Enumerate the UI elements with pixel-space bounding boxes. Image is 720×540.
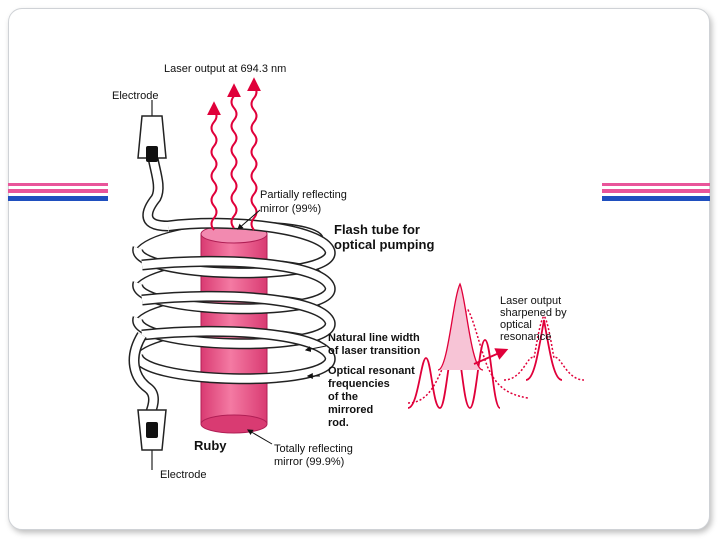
laser-output-sharpened-label: resonance xyxy=(500,331,551,343)
partially-reflecting-label: Partially reflecting xyxy=(260,189,347,201)
optical-resonance-spectrum xyxy=(407,282,585,409)
laser-output-sharpened-label: Laser output xyxy=(500,295,561,307)
optical-resonant-label: of the xyxy=(328,391,358,403)
electrode-top-label: Electrode xyxy=(112,90,158,102)
electrode-bottom-label: Electrode xyxy=(160,469,206,481)
totally-reflecting-label: Totally reflecting xyxy=(274,443,353,455)
optical-resonant-label: frequencies xyxy=(328,378,390,390)
ruby-label: Ruby xyxy=(194,438,227,453)
totally-reflecting-label: mirror (99.9%) xyxy=(274,456,344,468)
optical-resonant-label: rod. xyxy=(328,417,349,429)
partially-reflecting-label: mirror (99%) xyxy=(260,203,321,215)
electrode-top xyxy=(137,100,167,162)
optical-resonant-label: mirrored xyxy=(328,404,373,416)
flash-tube-label: optical pumping xyxy=(334,237,434,252)
laser-output-sharpened-label: optical xyxy=(500,319,532,331)
flash-tube-coil xyxy=(128,135,336,417)
electrode-bottom xyxy=(137,409,167,470)
diagram-svg: Laser output at 694.3 nm Electrode Parti… xyxy=(112,63,585,481)
flash-tube-label: Flash tube for xyxy=(334,222,420,237)
laser-output-beams xyxy=(207,77,261,231)
label-pointers xyxy=(237,209,327,445)
laser-output-label: Laser output at 694.3 nm xyxy=(164,63,286,75)
natural-line-width-label: Natural line width xyxy=(328,332,420,344)
optical-resonant-label: Optical resonant xyxy=(328,365,415,377)
laser-output-sharpened-label: sharpened by xyxy=(500,307,567,319)
ruby-laser-diagram: Laser output at 694.3 nm Electrode Parti… xyxy=(108,58,602,482)
natural-line-width-label: of laser transition xyxy=(328,345,421,357)
